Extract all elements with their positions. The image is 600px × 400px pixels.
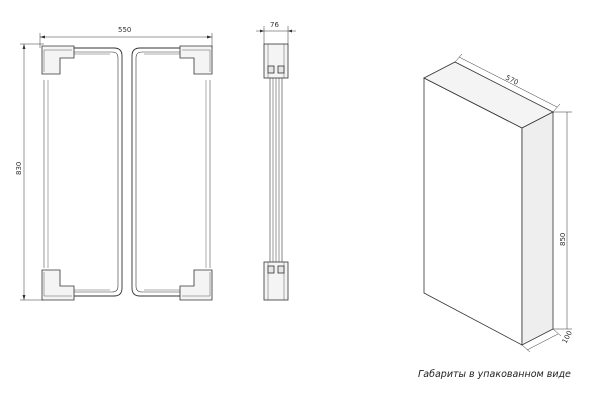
left-door-panel xyxy=(74,47,123,297)
side-depth-dimension: 76 xyxy=(256,21,296,44)
right-door-panel xyxy=(131,47,180,297)
package-view: 570 850 100 xyxy=(423,53,574,353)
package-height-label: 850 xyxy=(559,233,567,246)
side-rails xyxy=(269,78,283,262)
front-width-dimension: 550 xyxy=(39,26,213,48)
side-depth-label: 76 xyxy=(270,21,279,29)
corner-bracket-top-right xyxy=(179,45,213,75)
side-view: 76 xyxy=(256,21,296,301)
corner-bracket-bottom-right xyxy=(179,269,213,301)
front-width-label: 550 xyxy=(118,26,131,34)
corner-bracket-top-left xyxy=(41,45,75,75)
front-height-label: 830 xyxy=(15,162,23,175)
side-bottom-bracket xyxy=(263,261,289,301)
package-caption: Габариты в упакованном виде xyxy=(418,369,571,380)
package-side-face xyxy=(521,111,554,346)
corner-bracket-bottom-left xyxy=(41,269,75,301)
front-view: 550 830 xyxy=(15,26,213,301)
package-width-label: 570 xyxy=(504,74,520,87)
side-top-bracket xyxy=(263,43,289,79)
package-depth-label: 100 xyxy=(561,329,574,345)
package-height-dimension: 850 xyxy=(553,111,572,330)
front-height-dimension: 830 xyxy=(15,43,44,301)
